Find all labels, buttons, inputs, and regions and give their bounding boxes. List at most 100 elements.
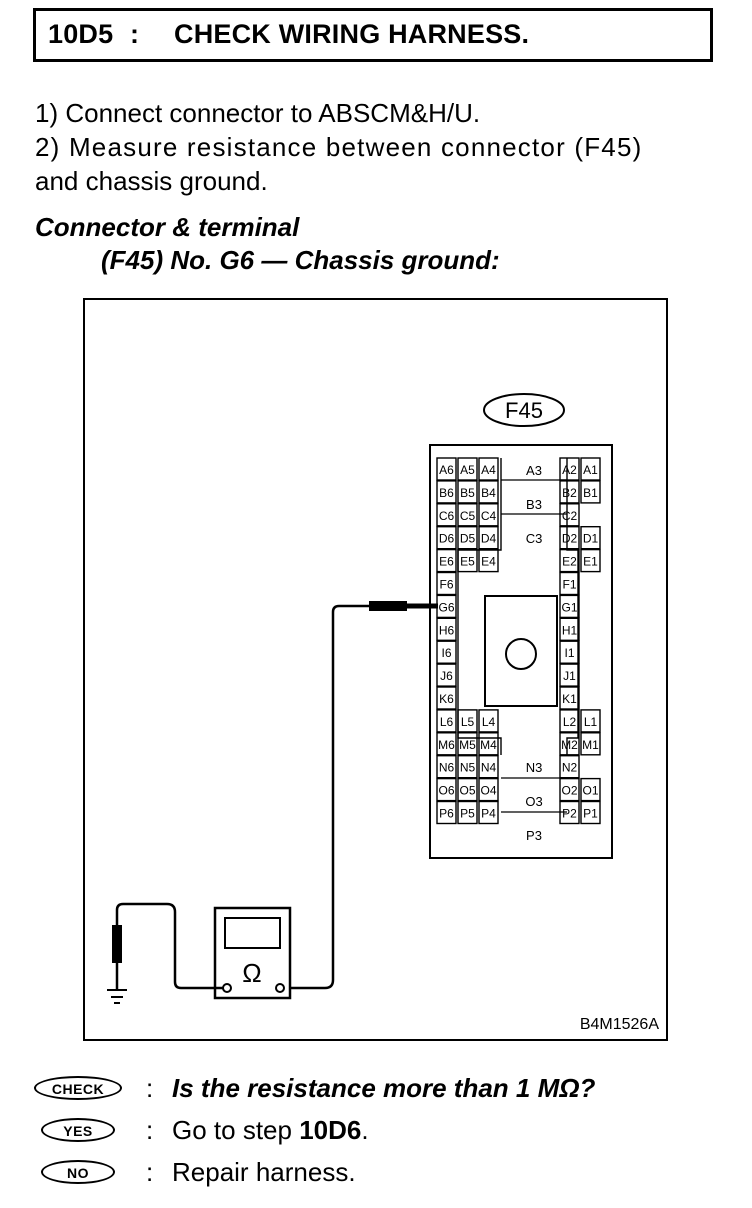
terminal-c6-cell [436,503,457,527]
terminal-l6-cell [436,709,457,733]
ohmmeter-symbol: Ω [242,958,261,988]
terminal-d5: D5 [460,532,476,546]
terminal-c4-cell [478,503,499,527]
terminal-g1: G1 [561,600,577,614]
terminal-e6: E6 [439,555,454,569]
terminal-b2: B2 [562,486,577,500]
connector-center-hole [505,638,537,670]
terminal-p6-cell [436,800,457,825]
terminal-e4: E4 [481,555,496,569]
terminal-m4-cell [478,732,499,756]
terminal-p6: P6 [439,807,454,821]
meter-terminal-neg [222,983,232,993]
connector-cavity-outline [457,458,579,755]
probe-body [369,601,407,611]
terminal-i1: I1 [564,646,574,660]
terminal-n6-cell [436,755,457,779]
no-row: NO : Repair harness. [34,1157,734,1189]
terminal-a6-cell [436,457,457,481]
terminal-m4: M4 [480,738,497,752]
terminal-b5: B5 [460,486,475,500]
terminal-e1: E1 [583,555,598,569]
terminal-a5: A5 [460,463,475,477]
terminal-i1-cell [559,640,580,664]
spec-heading: Connector & terminal [35,212,300,242]
instruction-1: 1) Connect connector to ABSCM&H/U. [35,98,481,128]
terminal-o2: O2 [561,784,577,798]
check-colon: : [146,1073,154,1103]
terminal-h6-cell [436,617,457,641]
terminal-d6: D6 [439,532,455,546]
terminal-o3: O3 [525,794,542,809]
terminal-a1: A1 [583,463,598,477]
connector-id-oval [483,393,565,427]
terminal-p5: P5 [460,807,475,821]
terminal-a2: A2 [562,463,577,477]
ground-probe-body [112,925,122,963]
terminal-c5: C5 [460,509,476,523]
terminal-a3: A3 [526,463,542,478]
terminal-m6: M6 [438,738,455,752]
yes-action-suffix: . [361,1115,369,1145]
terminal-k6: K6 [439,692,454,706]
terminal-o1-cell [580,777,601,802]
terminal-o5-cell [457,777,478,802]
terminal-a4-cell [478,457,499,481]
terminal-o4: O4 [480,784,496,798]
check-question: Is the resistance more than 1 MΩ? [172,1073,596,1103]
terminal-b1-cell [580,480,601,504]
instruction-2-cont: and chassis ground. [35,166,268,196]
terminal-d4: D4 [481,532,497,546]
terminal-n4: N4 [481,761,497,775]
terminal-o6-cell [436,777,457,802]
terminal-p1-cell [580,800,601,825]
terminal-b2-cell [559,480,580,504]
terminal-d6-cell [436,525,457,550]
terminal-n6: N6 [439,761,455,775]
terminal-b4-cell [478,480,499,504]
terminal-d2: D2 [562,532,578,546]
terminal-m2-cell [559,732,580,756]
no-action: Repair harness. [172,1157,356,1187]
terminal-b1: B1 [583,486,598,500]
figure-code: B4M1526A [580,1016,659,1033]
connector-id-label: F45 [505,398,543,423]
connector-housing [429,444,613,859]
terminal-o5: O5 [459,784,475,798]
ohmmeter [213,906,292,1000]
terminal-n3: N3 [526,760,543,775]
terminal-m5-cell [457,732,478,756]
no-badge: NO [41,1160,115,1184]
terminal-e1-cell [580,548,601,573]
connector-center-inset [484,595,558,707]
terminal-f6: F6 [439,578,453,592]
terminal-b3: B3 [526,497,542,512]
terminal-g6: G6 [438,600,454,614]
terminal-d1: D1 [583,532,599,546]
terminal-c2: C2 [562,509,578,523]
terminal-o1: O1 [582,784,598,798]
instruction-2: 2) Measure resistance between connector … [35,132,643,162]
terminal-j1-cell [559,663,580,687]
terminal-k6-cell [436,686,457,710]
terminal-f1-cell [559,571,580,596]
terminal-l1: L1 [584,715,598,729]
yes-row: YES : Go to step 10D6. [34,1115,734,1147]
terminal-p2: P2 [562,807,577,821]
terminal-i6: I6 [441,646,451,660]
terminal-m2: M2 [561,738,578,752]
terminal-p4-cell [478,800,499,825]
check-row: CHECK : Is the resistance more than 1 MΩ… [34,1073,734,1105]
terminal-j6: J6 [440,669,453,683]
terminal-m1-cell [580,732,601,756]
no-colon: : [146,1157,154,1187]
terminal-d2-cell [559,525,580,550]
terminal-j6-cell [436,663,457,687]
terminal-n4-cell [478,755,499,779]
terminal-h6: H6 [439,623,455,637]
terminal-n5: N5 [460,761,476,775]
terminal-l4: L4 [482,715,496,729]
ohmmeter-display [224,917,281,949]
terminal-m1: M1 [582,738,599,752]
yes-next-step[interactable]: 10D6 [299,1115,362,1145]
